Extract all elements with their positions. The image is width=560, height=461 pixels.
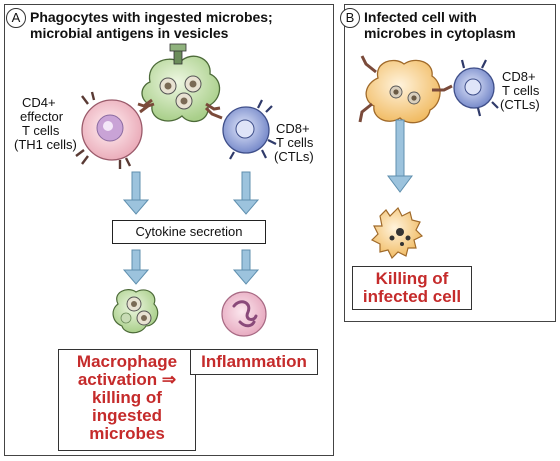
killing-infected-cell-box: Killing of infected cell bbox=[352, 266, 472, 310]
arrow-panel-b-down bbox=[387, 119, 413, 193]
cd8-t-cell-b-icon bbox=[453, 59, 499, 117]
cytokine-secretion-box: Cytokine secretion bbox=[112, 220, 266, 244]
cd8-b-label-line3: (CTLs) bbox=[500, 97, 540, 112]
arrow-macrophage-down bbox=[122, 249, 150, 285]
cd4-label-line3: T cells bbox=[22, 123, 60, 138]
panel-b-letter: B bbox=[340, 8, 360, 28]
arrow-cd8-down bbox=[232, 171, 260, 215]
result-left-line4: ingested bbox=[92, 406, 162, 425]
cd4-label-line2: effector bbox=[20, 109, 64, 124]
cd8-b-label-line2: T cells bbox=[502, 83, 540, 98]
result-left-line3: killing of bbox=[92, 388, 162, 407]
cd8-label-line3: (CTLs) bbox=[274, 149, 314, 164]
panel-a-title-line1: Phagocytes with ingested microbes; bbox=[30, 9, 273, 25]
cd8-label-line2: T cells bbox=[276, 135, 314, 150]
cd8-b-label-line1: CD8+ bbox=[502, 69, 536, 84]
result-left-line2: activation ⇒ bbox=[77, 370, 177, 389]
arrow-cd4-down bbox=[122, 171, 150, 215]
result-left-line5: microbes bbox=[89, 424, 165, 443]
arrow-inflammation-down bbox=[232, 249, 260, 285]
cd8-t-cell-icon bbox=[204, 99, 277, 160]
result-b-line1: Killing of bbox=[375, 269, 449, 288]
activated-macrophage-icon bbox=[112, 289, 159, 334]
panel-b-title-line1: Infected cell with bbox=[364, 9, 477, 25]
macrophage-activation-box: Macrophage activation ⇒ killing of inges… bbox=[58, 349, 196, 451]
inflammation-cell-icon bbox=[221, 291, 267, 337]
cd4-label-line1: CD4+ bbox=[22, 95, 56, 110]
panel-a-letter: A bbox=[6, 8, 26, 28]
panel-a-title-line2: microbial antigens in vesicles bbox=[30, 25, 229, 41]
result-b-line2: infected cell bbox=[362, 287, 462, 306]
infected-cell-icon bbox=[358, 55, 453, 124]
inflammation-box: Inflammation bbox=[190, 349, 318, 375]
cd4-t-cell-icon bbox=[75, 91, 155, 169]
cd8-label-line1: CD8+ bbox=[276, 121, 310, 136]
panel-b-title-line2: microbes in cytoplasm bbox=[364, 25, 516, 41]
result-left-line1: Macrophage bbox=[76, 352, 178, 371]
cd4-label-line4: (TH1 cells) bbox=[14, 137, 77, 152]
dying-cell-icon bbox=[370, 206, 424, 260]
